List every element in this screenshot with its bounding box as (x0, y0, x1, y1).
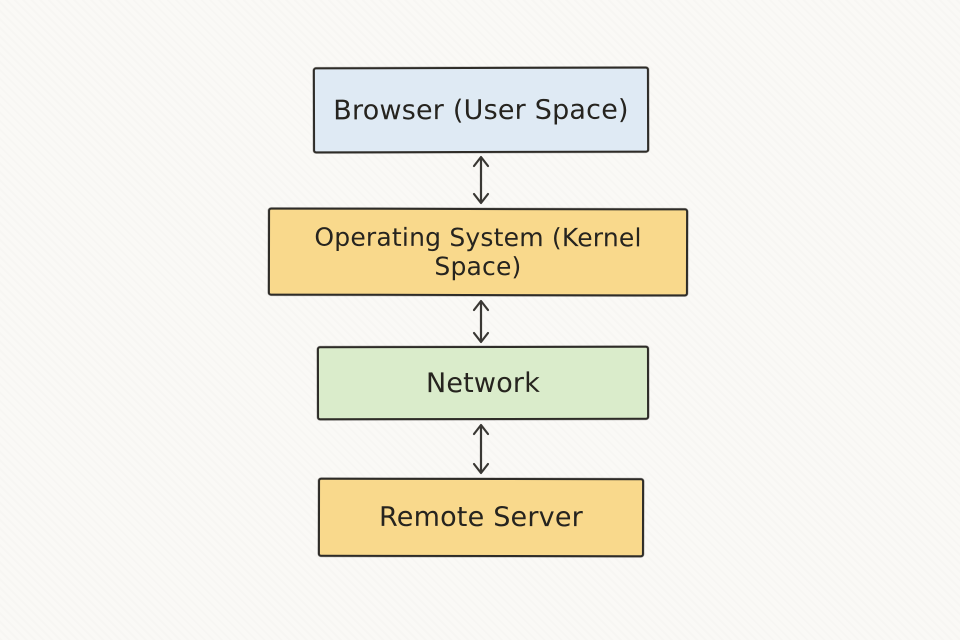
node-browser-user-space: Browser (User Space) (312, 66, 650, 154)
node-label: Network (425, 367, 541, 399)
double-arrow-icon (468, 422, 494, 476)
node-network: Network (316, 345, 650, 421)
node-label: Browser (User Space) (333, 94, 629, 126)
double-arrow-icon (468, 298, 494, 345)
node-remote-server: Remote Server (317, 477, 645, 558)
node-operating-system-kernel-space: Operating System (Kernel Space) (267, 207, 689, 297)
node-label: Remote Server (379, 501, 583, 534)
node-label: Operating System (Kernel Space) (314, 222, 642, 282)
double-arrow-icon (468, 154, 494, 206)
